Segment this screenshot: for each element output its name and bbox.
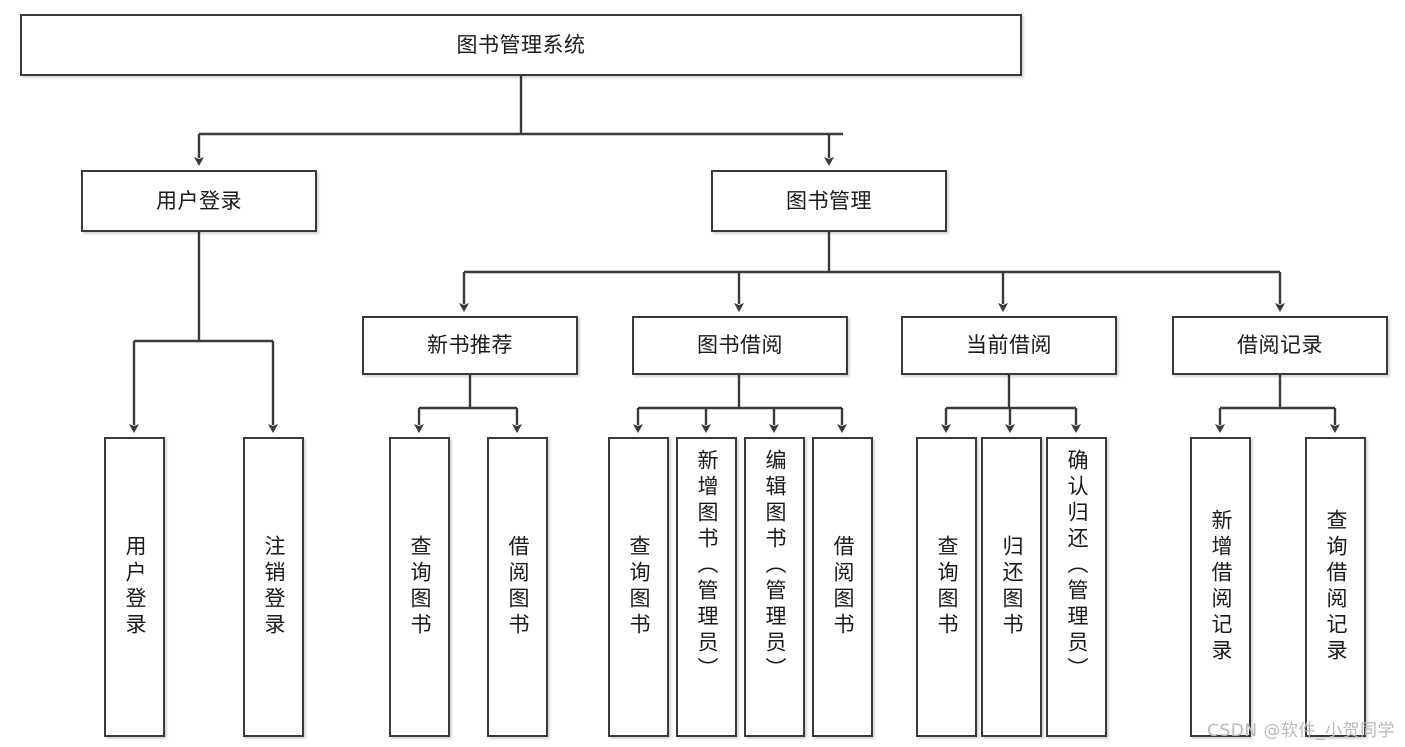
- node-user-login-label: 用户登录: [156, 188, 242, 213]
- leaf-book-borrow-2-label: 新增图书（管理员）: [695, 449, 719, 683]
- node-new-book-recommend[interactable]: 新书推荐: [362, 316, 578, 375]
- node-current-borrow-label: 当前借阅: [966, 333, 1052, 358]
- node-borrow-record[interactable]: 借阅记录: [1172, 316, 1388, 375]
- leaf-new-book-2-label: 借阅图书: [506, 535, 530, 639]
- node-current-borrow[interactable]: 当前借阅: [901, 316, 1117, 375]
- node-root[interactable]: 图书管理系统: [20, 14, 1022, 76]
- leaf-borrow-record-1[interactable]: 新增借阅记录: [1190, 437, 1251, 737]
- node-book-manage[interactable]: 图书管理: [711, 170, 947, 232]
- leaf-new-book-1-label: 查询图书: [408, 535, 432, 639]
- leaf-current-borrow-2[interactable]: 归还图书: [981, 437, 1042, 737]
- node-book-borrow[interactable]: 图书借阅: [632, 316, 848, 375]
- node-root-label: 图书管理系统: [456, 32, 586, 57]
- leaf-borrow-record-2[interactable]: 查询借阅记录: [1305, 437, 1366, 737]
- node-book-manage-label: 图书管理: [786, 188, 872, 213]
- leaf-current-borrow-1-label: 查询图书: [935, 535, 959, 639]
- leaf-book-borrow-3[interactable]: 编辑图书（管理员）: [744, 437, 805, 737]
- leaf-book-borrow-4-label: 借阅图书: [831, 535, 855, 639]
- leaf-user-login-1[interactable]: 用户登录: [104, 437, 165, 737]
- leaf-book-borrow-1-label: 查询图书: [627, 535, 651, 639]
- leaf-new-book-2[interactable]: 借阅图书: [487, 437, 548, 737]
- node-book-borrow-label: 图书借阅: [697, 333, 783, 358]
- leaf-borrow-record-1-label: 新增借阅记录: [1209, 509, 1233, 665]
- leaf-current-borrow-1[interactable]: 查询图书: [916, 437, 977, 737]
- node-user-login[interactable]: 用户登录: [81, 170, 317, 232]
- leaf-borrow-record-2-label: 查询借阅记录: [1324, 509, 1348, 665]
- leaf-book-borrow-2[interactable]: 新增图书（管理员）: [676, 437, 737, 737]
- leaf-book-borrow-1[interactable]: 查询图书: [608, 437, 669, 737]
- leaf-user-login-1-label: 用户登录: [123, 535, 147, 639]
- leaf-user-login-2[interactable]: 注销登录: [243, 437, 304, 737]
- leaf-book-borrow-4[interactable]: 借阅图书: [812, 437, 873, 737]
- leaf-book-borrow-3-label: 编辑图书（管理员）: [763, 449, 787, 683]
- leaf-new-book-1[interactable]: 查询图书: [389, 437, 450, 737]
- leaf-current-borrow-2-label: 归还图书: [1000, 535, 1024, 639]
- leaf-user-login-2-label: 注销登录: [262, 535, 286, 639]
- leaf-current-borrow-3-label: 确认归还（管理员）: [1065, 449, 1089, 683]
- leaf-current-borrow-3[interactable]: 确认归还（管理员）: [1046, 437, 1107, 737]
- node-borrow-record-label: 借阅记录: [1237, 333, 1323, 358]
- node-new-book-recommend-label: 新书推荐: [427, 333, 513, 358]
